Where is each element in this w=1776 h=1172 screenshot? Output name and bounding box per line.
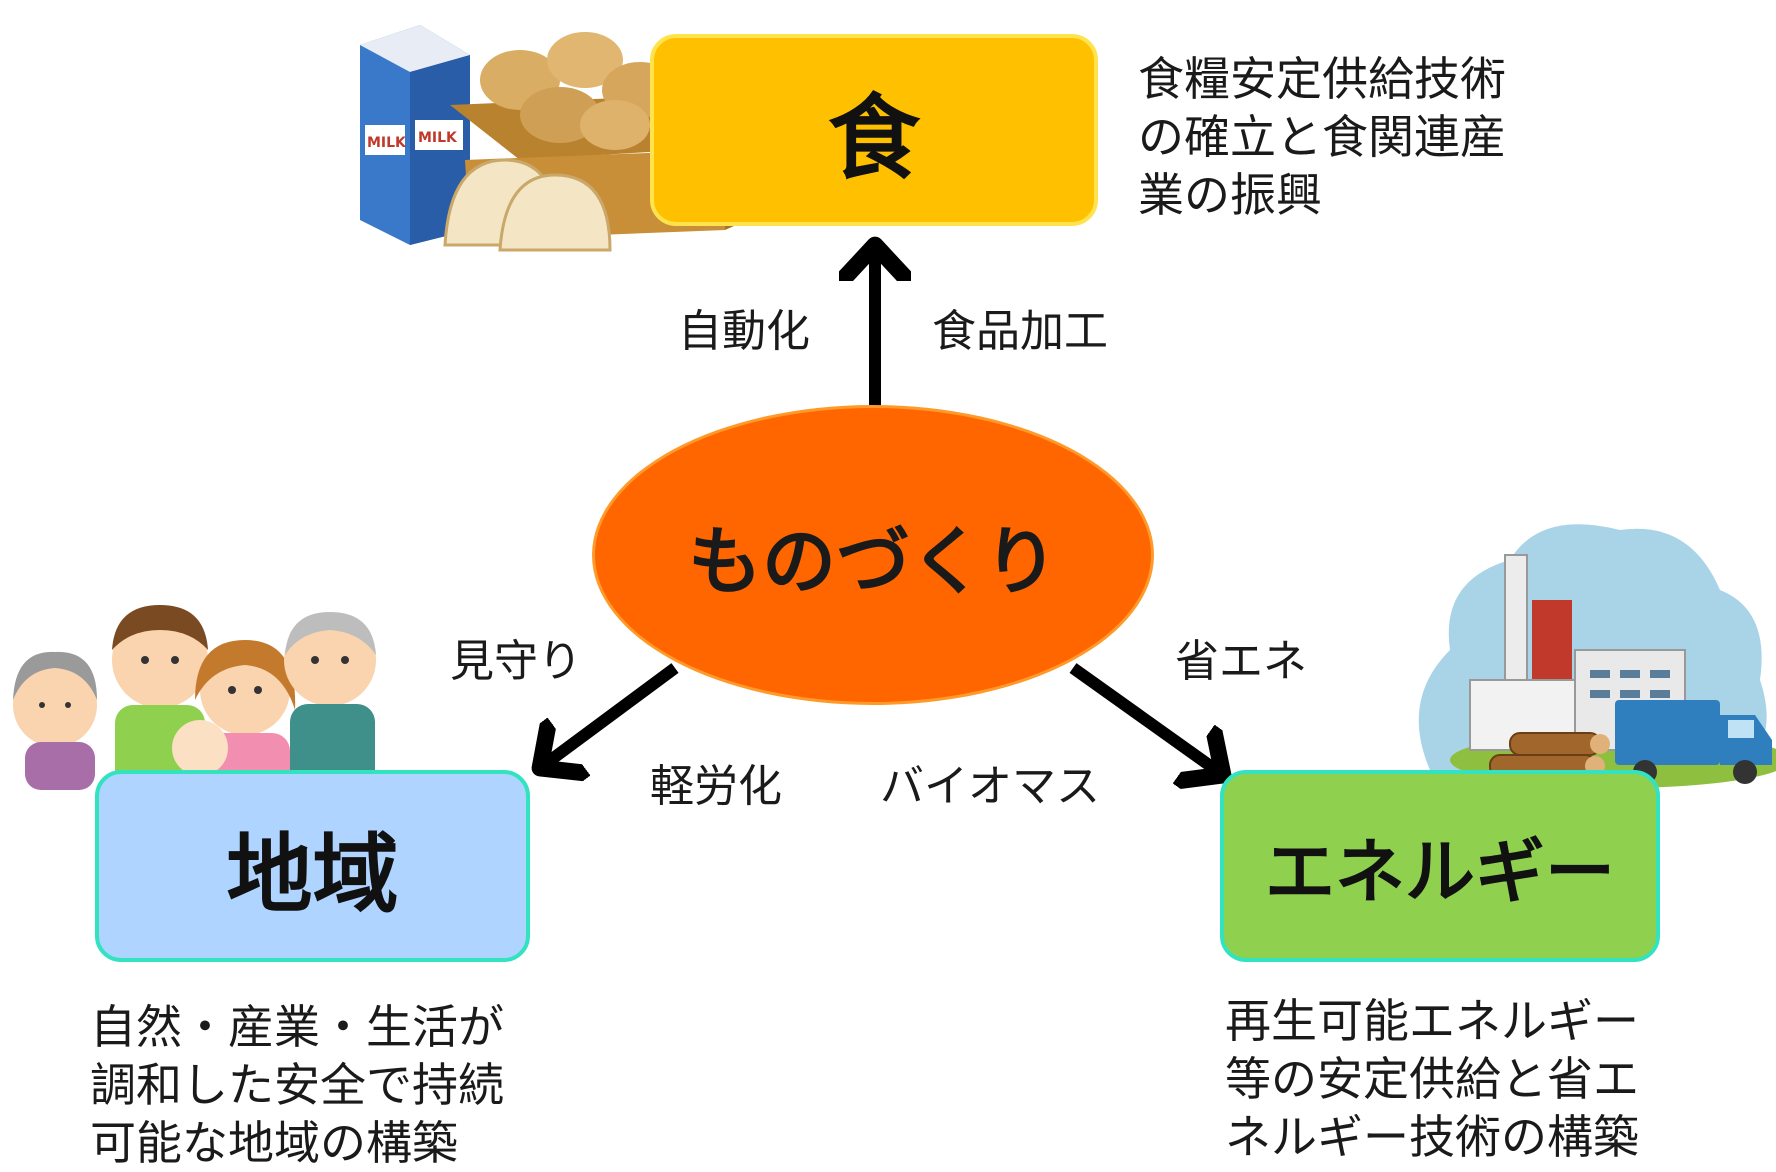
edge-label-food-processing: 食品加工 [932,306,1108,357]
energy-description-line: ネルギー技術の構築 [1225,1110,1639,1164]
energy-description: 再生可能エネルギー 等の安定供給と省エ ネルギー技術の構築 [1225,992,1639,1166]
edge-label-monitoring: 見守り [450,636,582,687]
energy-description-line: 再生可能エネルギー [1225,994,1639,1048]
food-node: 食 [650,34,1098,226]
region-node-label: 地域 [226,824,399,925]
food-node-label: 食 [827,84,920,192]
family-illustration [13,605,376,790]
biomass-plant-truck-illustration [1418,524,1776,800]
region-description-line: 調和した安全で持続 [90,1058,504,1112]
food-description-line: の確立と食関連産 [1138,110,1506,164]
edge-label-energy-saving: 省エネ [1175,636,1307,687]
hub-label: ものづくり [688,518,1058,605]
hub-ellipse: ものづくり [592,405,1154,705]
energy-node: エネルギー [1220,770,1660,962]
region-node: 地域 [95,770,530,962]
edge-label-labor-saving: 軽労化 [650,761,782,812]
food-description-line: 食糧安定供給技術 [1138,52,1506,106]
food-description: 食糧安定供給技術 の確立と食関連産 業の振興 [1138,50,1506,224]
region-description: 自然・産業・生活が 調和した安全で持続 可能な地域の構築 [90,998,504,1172]
food-description-line: 業の振興 [1138,168,1322,222]
region-description-line: 可能な地域の構築 [90,1116,458,1170]
arrow-to-region [540,663,679,768]
energy-node-label: エネルギー [1265,830,1615,913]
arrow-to-energy [1069,663,1223,775]
svg-text:MILK: MILK [418,130,458,146]
edge-label-automation: 自動化 [678,306,810,357]
svg-text:MILK: MILK [367,135,407,151]
energy-description-line: 等の安定供給と省エ [1225,1052,1639,1106]
region-description-line: 自然・産業・生活が [90,1000,504,1054]
edge-label-biomass: バイオマス [880,761,1100,812]
